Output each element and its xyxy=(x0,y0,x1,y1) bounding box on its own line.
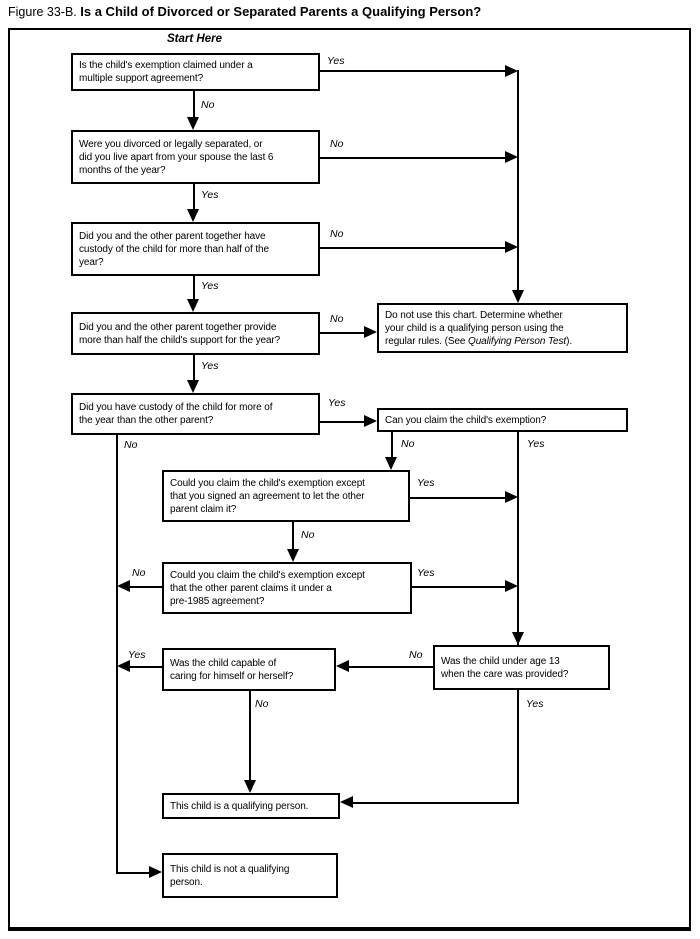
edge-supp-no-line xyxy=(320,332,365,334)
label-pre-yes: Yes xyxy=(417,567,435,579)
edge-div-yes-arrowhead xyxy=(187,209,199,222)
edge-div-no-line xyxy=(320,157,505,159)
edge-pre-no-arrowhead xyxy=(117,580,130,592)
label-ms-yes: Yes xyxy=(327,55,345,67)
edge-cust-no-arrowhead xyxy=(505,241,518,253)
label-signed-yes: Yes xyxy=(417,477,435,489)
label-cap-no: No xyxy=(255,698,269,710)
edge-cust-yes-arrowhead xyxy=(187,299,199,312)
label-signed-no: No xyxy=(301,529,315,541)
edge-can-yes-rail-line xyxy=(517,432,519,645)
edge-u13-yes-line xyxy=(517,690,519,804)
label-more-no: No xyxy=(124,439,138,451)
edge-signed-yes-line xyxy=(410,497,506,499)
do-not-use-text: Do not use this chart. Determine whether… xyxy=(385,310,564,347)
label-supp-yes: Yes xyxy=(201,360,219,372)
node-under-13: Was the child under age 13 when the care… xyxy=(433,645,610,690)
node-not-qualifying: This child is not a qualifying person. xyxy=(162,853,338,898)
label-ms-no: No xyxy=(201,99,215,111)
edge-ms-no-line xyxy=(193,91,195,118)
label-cust-no: No xyxy=(330,228,344,240)
label-more-yes: Yes xyxy=(328,397,346,409)
edge-more-no-arrowhead xyxy=(149,866,162,878)
edge-pre-yes-line xyxy=(412,586,506,588)
edge-more-no-elbow-line xyxy=(116,872,150,874)
label-pre-no: No xyxy=(132,567,146,579)
chart-border xyxy=(8,28,691,931)
edge-u13-no-line xyxy=(349,666,433,668)
edge-u13-yes-elbow-line xyxy=(353,802,519,804)
edge-pre-no-line xyxy=(130,586,162,588)
label-cap-yes: Yes xyxy=(128,649,146,661)
edge-supp-no-arrowhead xyxy=(364,326,377,338)
edge-u13-yes-arrowhead xyxy=(340,796,353,808)
label-u13-yes: Yes xyxy=(526,698,544,710)
figure-number: Figure 33-B. xyxy=(8,5,77,19)
label-cust-yes: Yes xyxy=(201,280,219,292)
edge-pre-yes-arrowhead xyxy=(505,580,518,592)
edge-can-no-arrowhead xyxy=(385,457,397,470)
edge-cap-no-line xyxy=(249,691,251,780)
label-u13-no: No xyxy=(409,649,423,661)
edge-ms-yes-arrowhead xyxy=(505,65,518,77)
edge-u13-no-arrowhead xyxy=(336,660,349,672)
edge-signed-yes-arrowhead xyxy=(505,491,518,503)
edge-ms-yes-line xyxy=(320,70,505,72)
edge-div-yes-line xyxy=(193,184,195,210)
edge-cust-no-line xyxy=(320,247,505,249)
node-custody-more: Did you have custody of the child for mo… xyxy=(71,393,320,435)
node-support-together: Did you and the other parent together pr… xyxy=(71,312,320,355)
edge-div-no-arrowhead xyxy=(505,151,518,163)
edge-right-rail-line xyxy=(517,70,519,291)
label-can-no: No xyxy=(401,438,415,450)
label-div-no: No xyxy=(330,138,344,150)
edge-cap-yes-line xyxy=(130,666,162,668)
node-divorced-or-separated: Were you divorced or legally separated, … xyxy=(71,130,320,184)
edge-supp-yes-line xyxy=(193,355,195,381)
edge-supp-yes-arrowhead xyxy=(187,380,199,393)
edge-signed-no-arrowhead xyxy=(287,549,299,562)
edge-cust-yes-line xyxy=(193,276,195,300)
node-custody-together: Did you and the other parent together ha… xyxy=(71,222,320,276)
edge-can-yes-arrowhead xyxy=(512,632,524,645)
do-not-use-text-end: ). xyxy=(566,336,573,347)
edge-can-no-line xyxy=(391,432,393,458)
edge-more-yes-line xyxy=(320,421,365,423)
edge-ms-no-arrowhead xyxy=(187,117,199,130)
node-could-claim-pre1985: Could you claim the child's exemption ex… xyxy=(162,562,412,614)
node-multiple-support: Is the child's exemption claimed under a… xyxy=(71,53,320,91)
edge-cap-yes-arrowhead xyxy=(117,660,130,672)
edge-rail-down-arrowhead xyxy=(512,290,524,303)
node-can-claim: Can you claim the child's exemption? xyxy=(377,408,628,432)
do-not-use-italic-ref: Qualifying Person Test xyxy=(468,336,567,347)
figure-question: Is a Child of Divorced or Separated Pare… xyxy=(80,4,482,19)
node-capable: Was the child capable of caring for hims… xyxy=(162,648,336,691)
label-can-yes: Yes xyxy=(527,438,545,450)
edge-more-no-rail-line xyxy=(116,435,118,874)
edge-more-yes-arrowhead xyxy=(364,415,377,427)
edge-signed-no-line xyxy=(292,522,294,550)
edge-cap-no-arrowhead xyxy=(244,780,256,793)
label-div-yes: Yes xyxy=(201,189,219,201)
figure-title: Figure 33-B. Is a Child of Divorced or S… xyxy=(8,4,481,19)
node-could-claim-signed: Could you claim the child's exemption ex… xyxy=(162,470,410,522)
start-here-label: Start Here xyxy=(167,33,222,45)
node-qualifying: This child is a qualifying person. xyxy=(162,793,340,819)
node-do-not-use: Do not use this chart. Determine whether… xyxy=(377,303,628,353)
label-supp-no: No xyxy=(330,313,344,325)
